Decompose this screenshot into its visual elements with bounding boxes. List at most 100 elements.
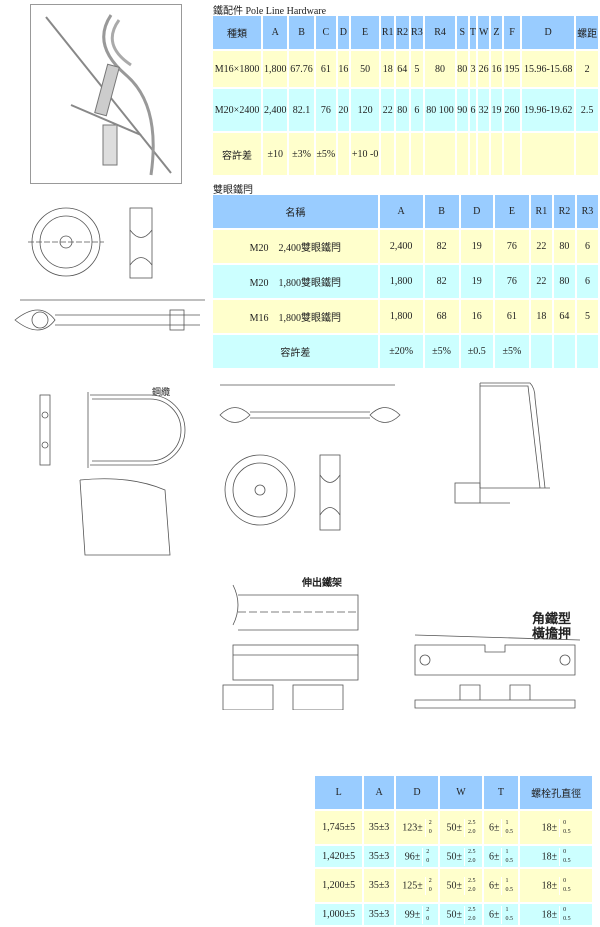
table-cell (530, 335, 552, 368)
upper-limit: 2 (426, 848, 430, 855)
table-cell: 2,400 (263, 89, 288, 131)
upper-limit: 2.5 (467, 848, 476, 855)
table-cell: 26 (478, 51, 490, 87)
column-header: D (460, 195, 493, 228)
upper-limit: 2 (428, 819, 432, 826)
table-cell: 19 (460, 230, 493, 263)
cable-clamp-drawing (39, 392, 186, 556)
upper-limit: 0 (563, 906, 567, 913)
column-header: E (350, 16, 380, 49)
product-photo (30, 4, 182, 184)
lower-limit: 0 (426, 857, 430, 864)
table-cell: 80 (396, 89, 409, 131)
column-header: R1 (381, 16, 394, 49)
bracket-drawing (454, 382, 550, 504)
table-cell: 82.1 (289, 89, 314, 131)
table-cell: 120 (350, 89, 380, 131)
column-header: C (315, 16, 337, 49)
hardware-photo-drawing (45, 14, 172, 176)
column-header: D (522, 16, 575, 49)
tolerance-base: 50± (446, 879, 462, 891)
tolerance-base: 125± (402, 879, 423, 891)
lower-limit: 0 (426, 915, 430, 922)
tolerance-base: 50± (446, 908, 462, 920)
lower-limit: 2.0 (467, 828, 476, 835)
table-cell: 61 (315, 51, 337, 87)
table-cell: +10 -0 (350, 133, 380, 175)
upper-limit: 1 (505, 906, 509, 913)
double-eye-bolt-drawing (219, 384, 401, 531)
table-cell: 5 (576, 300, 598, 333)
table-cell: 22 (530, 265, 552, 298)
cable-label: 鋼纜 (152, 387, 171, 397)
table-cell: 35±3 (364, 869, 394, 902)
angle-crossarm-label: 角鐵型橫擔押 (532, 612, 571, 642)
table-cell: 1,800 (263, 51, 288, 87)
table-cell (576, 335, 598, 368)
tolerance-base: 50± (446, 850, 462, 862)
table-cell: 22 (530, 230, 552, 263)
column-header: A (364, 776, 394, 809)
lower-limit: 0 (428, 828, 432, 835)
upper-limit: 2.5 (467, 819, 476, 826)
table-cell: 1,200±5 (315, 869, 363, 902)
label-line-2: 橫擔押 (532, 627, 572, 642)
table-cell (425, 133, 455, 175)
table-cell (410, 133, 424, 175)
table-cell: 2 (576, 51, 598, 87)
upper-limit: 1 (505, 848, 509, 855)
table-cell: 50 (350, 51, 380, 87)
lower-limit: 0 (428, 886, 432, 893)
upper-limit: 2.5 (467, 906, 476, 913)
table-cell: 80 (425, 51, 455, 87)
tolerance-base: 18± (541, 850, 558, 862)
table-cell: 16 (491, 51, 502, 87)
upper-limit: 0 (563, 819, 567, 826)
table-cell: 6 (576, 230, 598, 263)
table-cell: 1,800 (379, 300, 423, 333)
column-header: L (315, 776, 363, 809)
tolerance-base: 6± (488, 879, 500, 891)
column-header: D (338, 16, 349, 49)
column-header: T (483, 776, 519, 809)
lower-limit: 0.5 (563, 915, 571, 922)
table-cell: M16 1,800雙眼鐵閂 (213, 300, 378, 333)
table-cell: 3 (469, 51, 477, 87)
table-cell: 16 (338, 51, 349, 87)
column-header: R1 (530, 195, 552, 228)
table-cell (553, 335, 575, 368)
double-eye-caption: 雙眼鐵閂 (213, 185, 253, 196)
column-header: T (469, 16, 477, 49)
column-header: S (456, 16, 468, 49)
column-header: 種類 (213, 16, 262, 49)
table-cell (522, 133, 575, 175)
table-cell: ±20% (379, 335, 423, 368)
table-cell: 35±3 (364, 904, 394, 925)
column-header: F (503, 16, 521, 49)
column-header: Z (491, 16, 502, 49)
table-cell (576, 133, 598, 175)
lower-limit: 2.0 (467, 886, 476, 893)
table-cell: 容許差 (213, 335, 378, 368)
table-cell: ±5% (315, 133, 337, 175)
table-cell: M20 2,400雙眼鐵閂 (213, 230, 378, 263)
table-cell: 18 (381, 51, 394, 87)
lower-limit: 0.5 (563, 828, 571, 835)
lower-limit: 0.5 (563, 857, 571, 864)
